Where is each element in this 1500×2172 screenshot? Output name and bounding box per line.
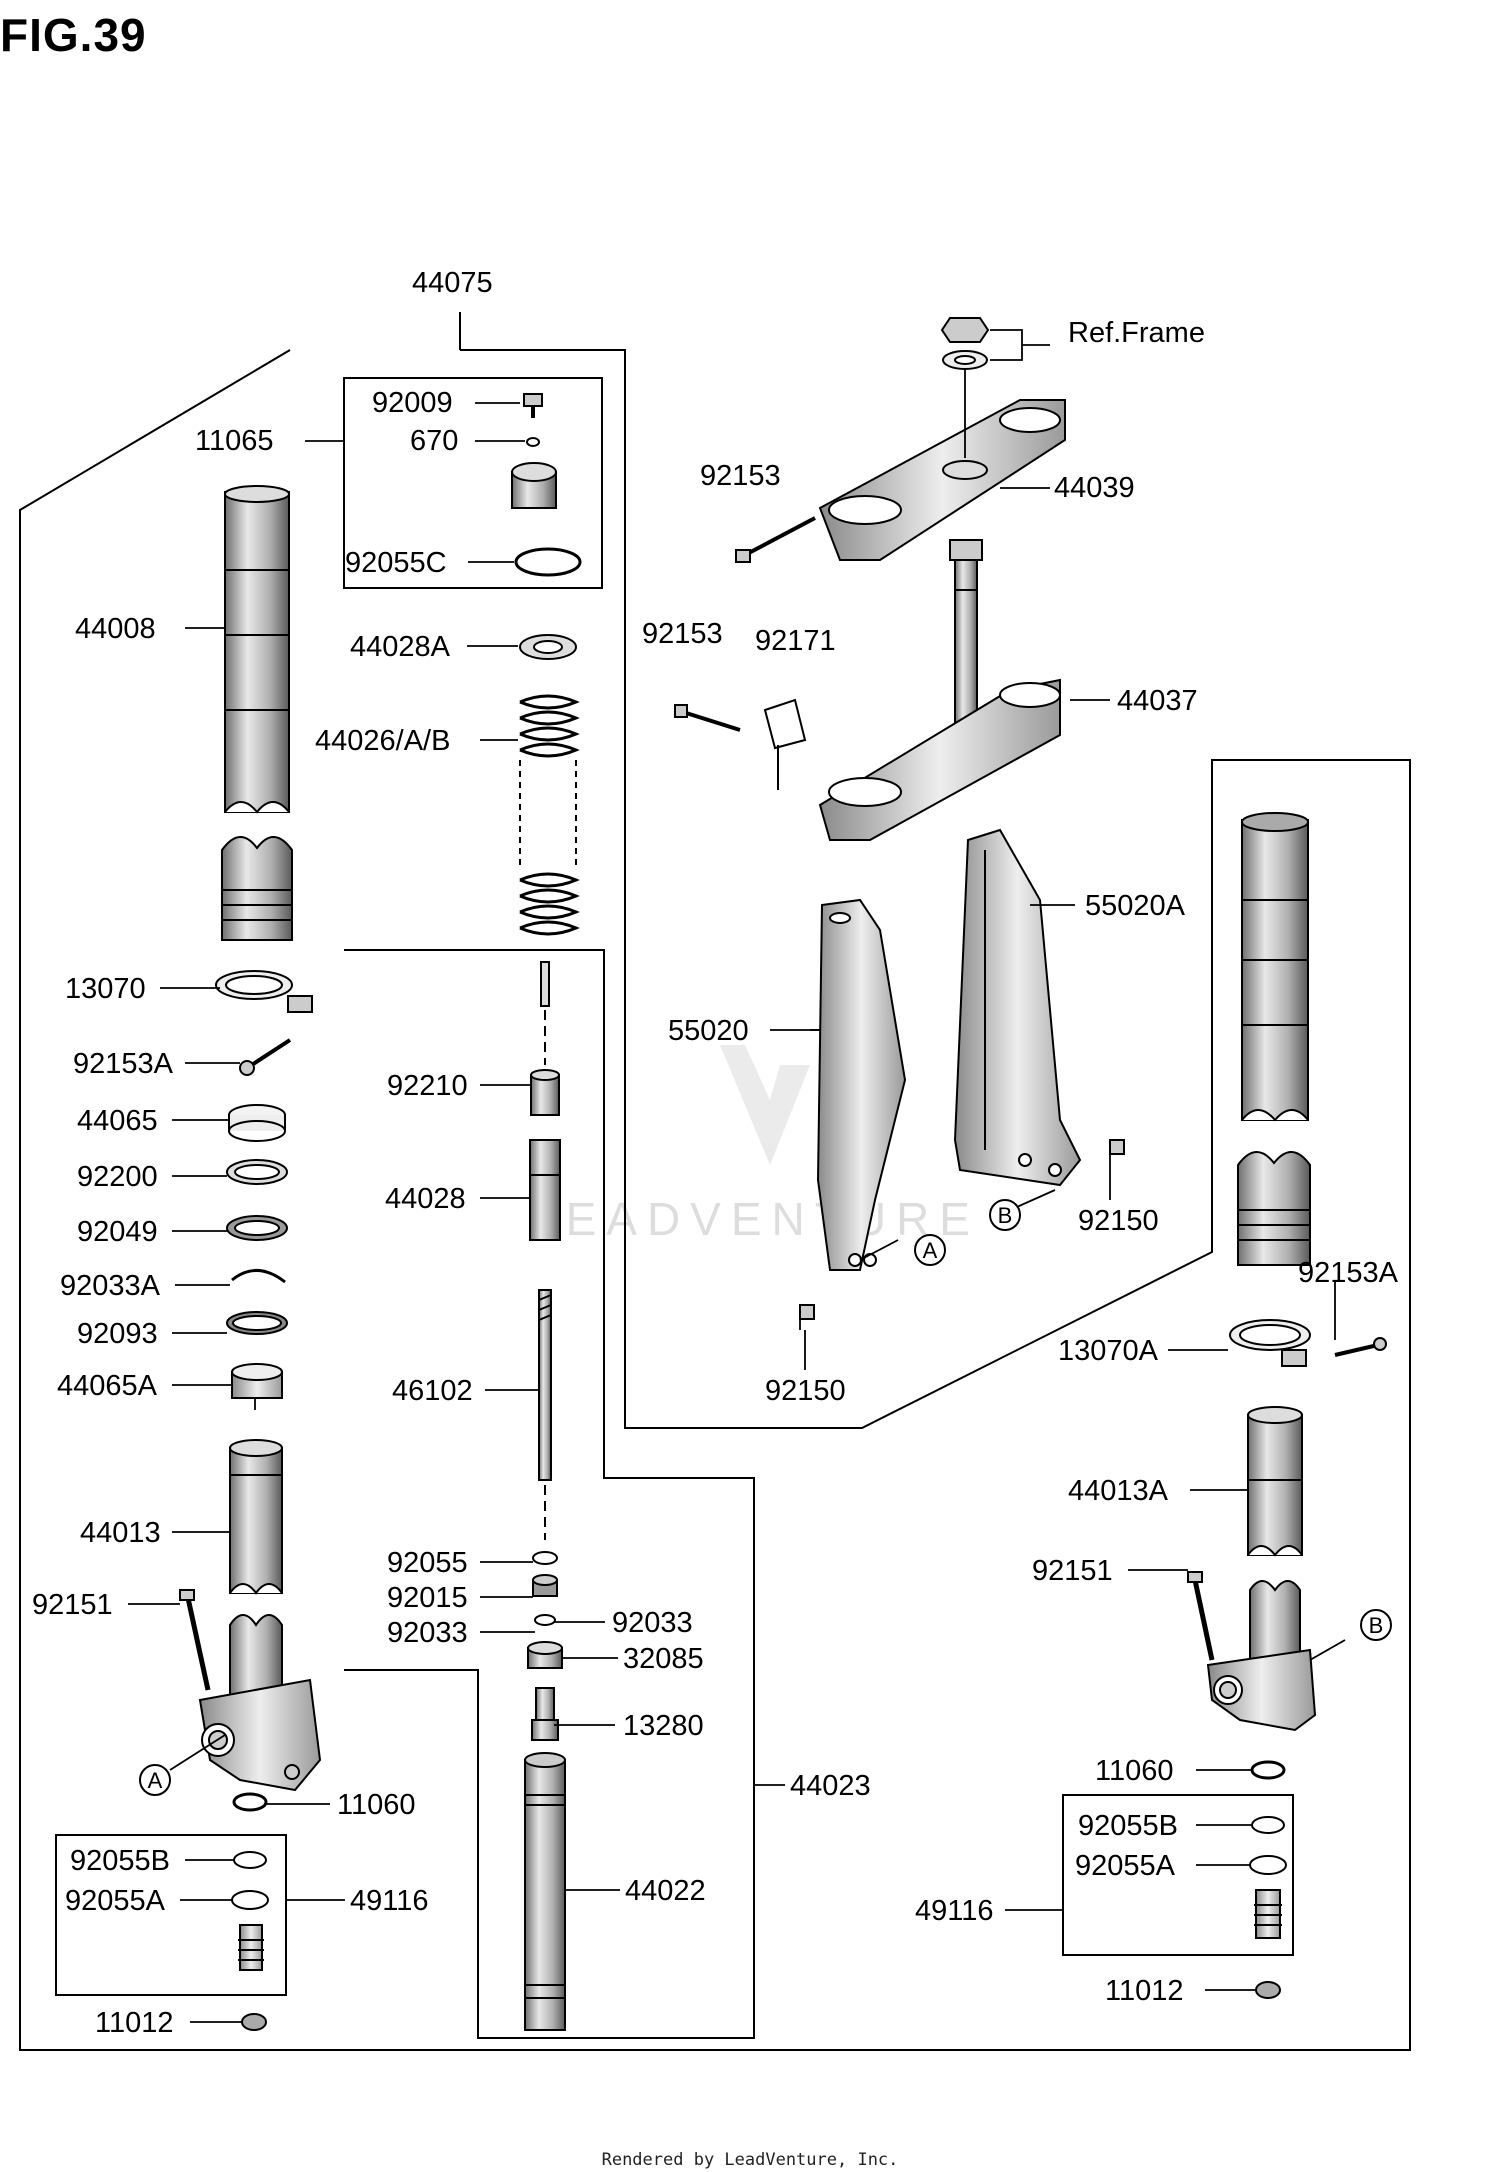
label-92055c: 92055C (345, 547, 447, 579)
label-92093: 92093 (77, 1318, 158, 1350)
footer-credit: Rendered by LeadVenture, Inc. (601, 2150, 899, 2170)
label-11012-left: 11012 (95, 2007, 174, 2039)
label-92153a-right: 92153A (1298, 1257, 1399, 1289)
label-92150-right: 92150 (1078, 1205, 1159, 1237)
label-11065: 11065 (195, 425, 274, 457)
right-fork-parts (1187, 812, 1387, 1999)
label-13070a: 13070A (1058, 1335, 1159, 1367)
label-13070: 13070 (65, 973, 146, 1005)
label-44065: 44065 (77, 1105, 158, 1137)
part-labels: 44075 92009 670 11065 92055C 44008 44028… (32, 267, 1399, 2039)
label-92153-top: 92153 (700, 460, 781, 492)
label-11060-right: 11060 (1095, 1755, 1174, 1787)
watermark: LEADVENTURE (530, 1045, 980, 1245)
watermark-text: LEADVENTURE (530, 1193, 980, 1245)
label-44028: 44028 (385, 1183, 466, 1215)
label-49116-left: 49116 (350, 1885, 429, 1917)
label-11060-left: 11060 (337, 1789, 416, 1821)
label-92009: 92009 (372, 387, 453, 419)
callout-b-right (1360, 1609, 1392, 1641)
label-92210: 92210 (387, 1070, 468, 1102)
label-44013: 44013 (80, 1517, 161, 1549)
label-44039: 44039 (1054, 472, 1135, 504)
label-44065a: 44065A (57, 1370, 158, 1402)
label-44022: 44022 (625, 1875, 706, 1907)
callout-b-right-label: B (1369, 1613, 1384, 1638)
label-92171: 92171 (755, 625, 836, 657)
triple-clamp-parts (674, 317, 1125, 1320)
label-92055b-left: 92055B (70, 1845, 170, 1877)
figure-title: FIG.39 (0, 9, 147, 61)
callout-a-left (139, 1764, 171, 1796)
callout-markers (139, 1199, 1392, 1796)
label-670: 670 (410, 425, 458, 457)
label-92033-right: 92033 (612, 1607, 693, 1639)
group-outlines (19, 312, 1411, 2051)
label-92153-mid: 92153 (642, 618, 723, 650)
label-44075: 44075 (412, 267, 493, 299)
label-55020a: 55020A (1085, 890, 1186, 922)
label-11012-right: 11012 (1105, 1975, 1184, 2007)
leader-lines (128, 329, 1346, 2023)
inner-tube (229, 1447, 283, 1594)
label-44026: 44026/A/B (315, 725, 450, 757)
cartridge-parts (524, 961, 566, 2031)
label-44023: 44023 (790, 1770, 871, 1802)
label-49116-right: 49116 (915, 1895, 994, 1927)
callout-a-center (914, 1234, 946, 1266)
label-92151-right: 92151 (1032, 1555, 1113, 1587)
label-44013a: 44013A (1068, 1475, 1169, 1507)
label-46102: 46102 (392, 1375, 473, 1407)
outer-tube (224, 491, 290, 813)
label-55020: 55020 (668, 1015, 749, 1047)
callout-a-left-label: A (148, 1768, 163, 1793)
label-32085: 32085 (623, 1643, 704, 1675)
label-92015: 92015 (387, 1582, 468, 1614)
callout-b-center-label: B (998, 1203, 1013, 1228)
label-13280: 13280 (623, 1710, 704, 1742)
label-92151-left: 92151 (32, 1589, 113, 1621)
label-92033a: 92033A (60, 1270, 161, 1302)
label-92055: 92055 (387, 1547, 468, 1579)
label-ref-frame: Ref.Frame (1068, 317, 1205, 349)
label-44037: 44037 (1117, 685, 1198, 717)
label-92055a-left: 92055A (65, 1885, 166, 1917)
label-44008: 44008 (75, 613, 156, 645)
label-92055a-right: 92055A (1075, 1850, 1176, 1882)
label-92150-bottom: 92150 (765, 1375, 846, 1407)
callout-b-center (989, 1199, 1021, 1231)
left-fork-parts (179, 393, 582, 2031)
label-92049: 92049 (77, 1216, 158, 1248)
label-92153a-left: 92153A (73, 1048, 174, 1080)
label-44028a: 44028A (350, 631, 451, 663)
callout-a-center-label: A (923, 1238, 938, 1263)
label-92055b-right: 92055B (1078, 1810, 1178, 1842)
label-92033-left: 92033 (387, 1617, 468, 1649)
label-92200: 92200 (77, 1161, 158, 1193)
